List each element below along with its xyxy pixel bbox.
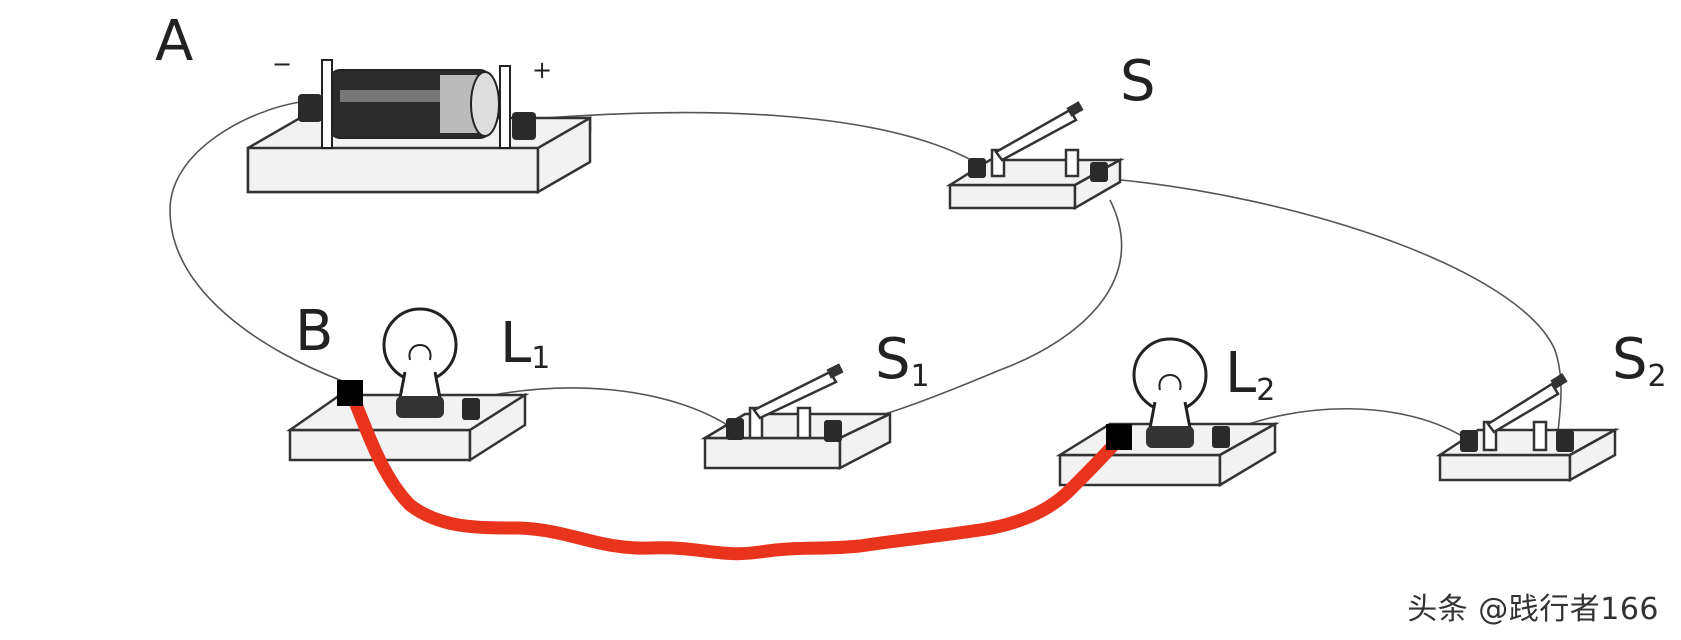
switch-S-lever xyxy=(994,108,1078,162)
label-plus: + xyxy=(532,56,552,84)
lamp-L1-socket xyxy=(396,396,444,418)
wire-L2-to-S2 xyxy=(1221,407,1463,437)
switch-S2 xyxy=(1435,373,1620,483)
battery xyxy=(246,59,592,195)
wire-S-to-S1 xyxy=(834,199,1123,429)
label-S: S xyxy=(1120,49,1156,114)
label-B: B xyxy=(295,299,333,364)
wire-L1-to-S1 xyxy=(469,387,736,431)
wire-battery-to-S xyxy=(519,111,976,163)
switch-S1 xyxy=(700,363,892,471)
watermark: 头条 @践行者166 xyxy=(1407,592,1659,627)
wire-S-to-S2 xyxy=(1099,177,1562,433)
node-B xyxy=(337,380,363,406)
switch-S1-lever xyxy=(752,370,838,420)
label-S1: S1 xyxy=(875,327,930,394)
label-L2: L2 xyxy=(1225,341,1275,408)
added-red-wire xyxy=(345,387,1125,561)
wires xyxy=(169,101,1562,437)
label-A: A xyxy=(155,9,193,74)
switch-S xyxy=(945,101,1125,211)
label-minus: − xyxy=(272,50,292,78)
label-S2: S2 xyxy=(1612,327,1667,394)
wire-battery-to-B xyxy=(169,101,346,383)
node-L2 xyxy=(1106,424,1132,450)
switch-S2-lever xyxy=(1486,382,1560,434)
lamp-L2-socket xyxy=(1146,426,1194,448)
label-L1: L1 xyxy=(500,311,550,376)
